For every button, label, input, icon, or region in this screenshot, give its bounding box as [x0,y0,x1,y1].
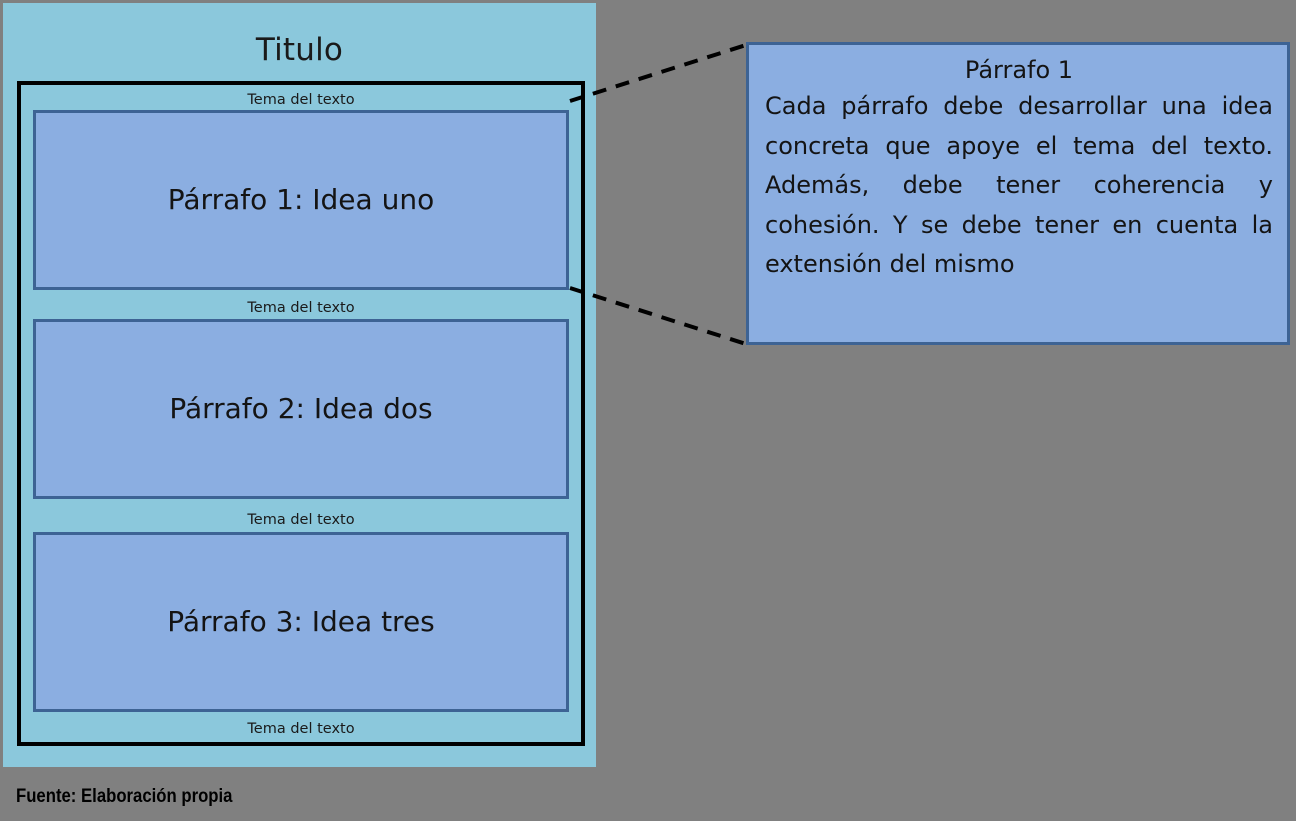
paragraph-box-1-label: Párrafo 1: Idea uno [167,182,435,216]
topic-label-1: Tema del texto [247,92,355,108]
paragraph-box-2-label: Párrafo 2: Idea dos [169,391,433,425]
callout-panel[interactable]: Párrafo 1 Cada párrafo debe desarrollar … [746,42,1290,345]
page-title: Titulo [255,32,344,68]
topic-label-3: Tema del texto [247,512,355,528]
callout-title: Párrafo 1 [964,56,1074,84]
topic-label-4: Tema del texto [247,721,355,737]
connector-line-top [569,43,747,103]
paragraph-box-3[interactable]: Párrafo 3: Idea tres [33,532,569,712]
left-diagram-panel: Titulo Tema del texto Párrafo 1: Idea un… [3,3,596,767]
paragraph-box-2[interactable]: Párrafo 2: Idea dos [33,319,569,499]
text-body-frame: Tema del texto Párrafo 1: Idea uno Tema … [17,81,585,746]
paragraph-box-3-label: Párrafo 3: Idea tres [167,604,435,638]
topic-label-2: Tema del texto [247,300,355,316]
callout-body-text: Cada párrafo debe desarrollar una idea c… [765,92,1273,279]
connector-line-bottom [569,286,747,346]
source-caption: Fuente: Elaboración propia [16,786,233,807]
paragraph-box-1[interactable]: Párrafo 1: Idea uno [33,110,569,290]
